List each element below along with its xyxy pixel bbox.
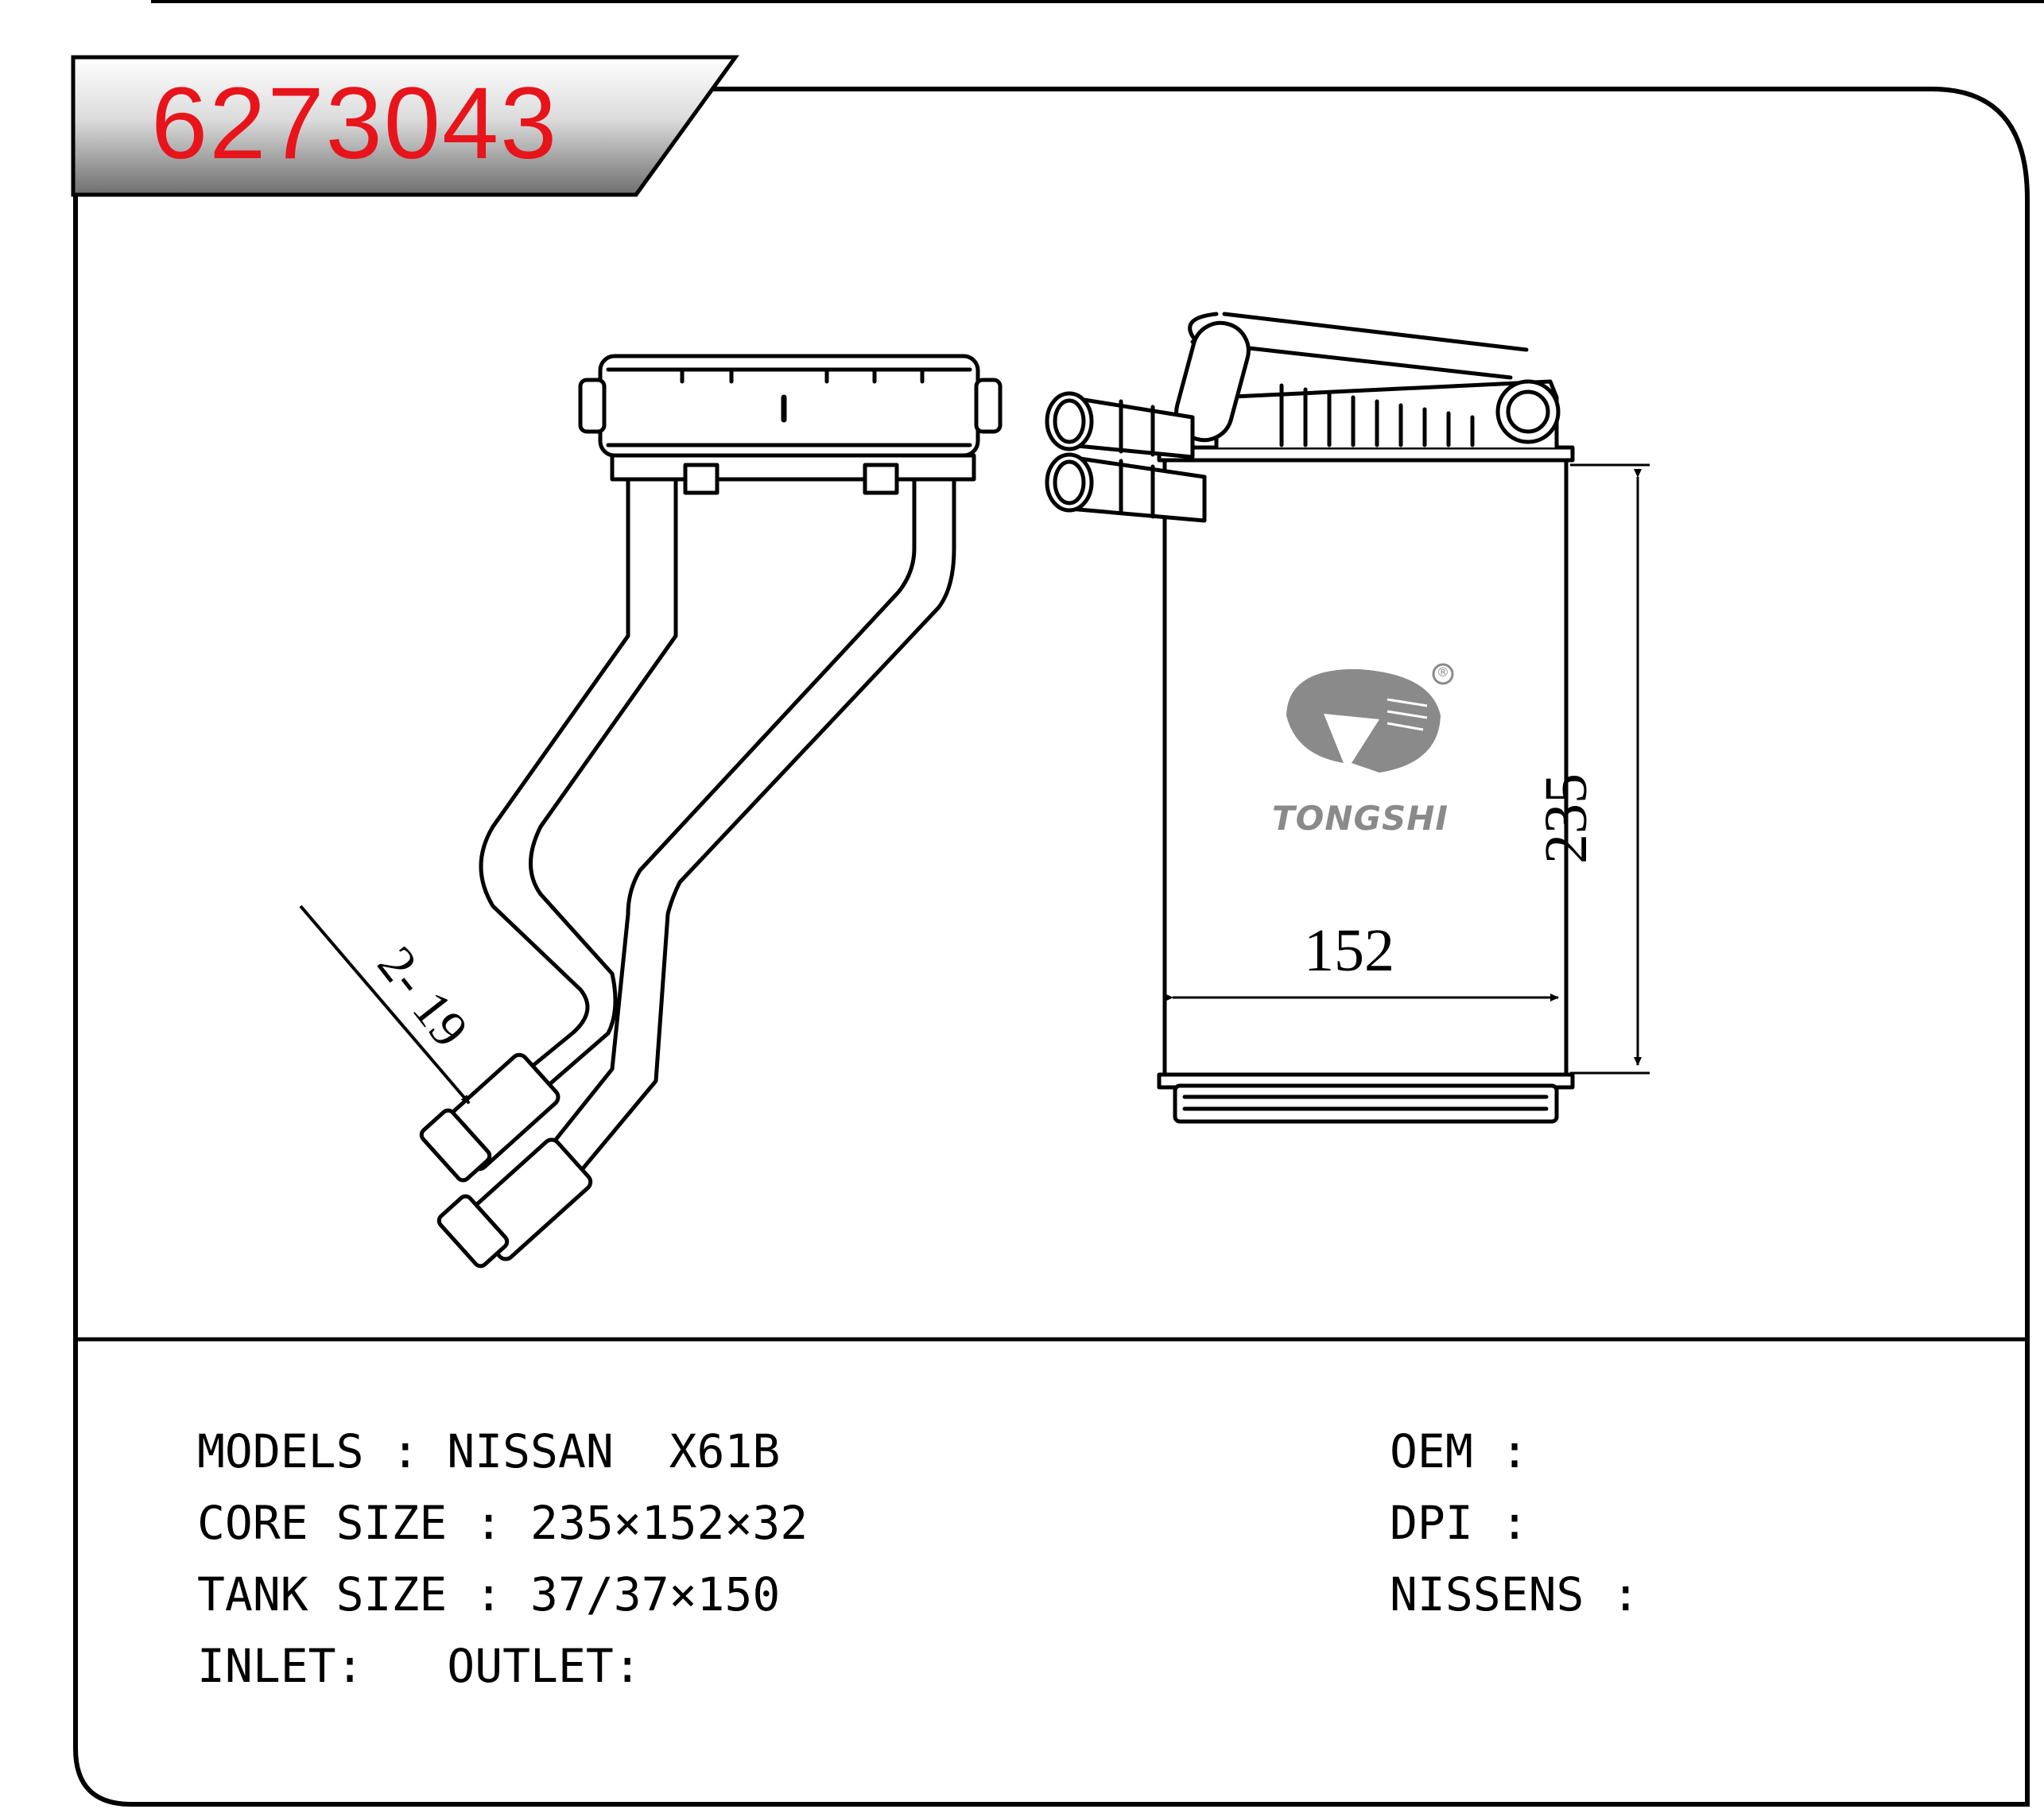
brand-logo [1286, 668, 1441, 773]
height-dimension-label: 235 [1533, 773, 1600, 864]
spec-core-size: CORE SIZE : 235×152×32 [197, 1496, 809, 1550]
spec-tank-size: TANK SIZE : 37/37×150 [197, 1567, 781, 1621]
spec-oem: OEM : [1390, 1424, 1529, 1478]
core [1162, 455, 1569, 1083]
bottom-tank [1173, 1083, 1559, 1124]
pipe-b [546, 478, 917, 1151]
side-view [419, 354, 1003, 1269]
registered-mark-circle [1432, 663, 1454, 685]
pipe-a [479, 478, 630, 1107]
pipe-stub-upper [1045, 391, 1195, 459]
spec-dpi: DPI : [1390, 1496, 1529, 1550]
brand-name: TONGSHI [1272, 799, 1449, 838]
pipe-diameter-leader [299, 905, 471, 1105]
part-number: 6273043 [151, 67, 559, 180]
front-view [1045, 312, 1575, 1124]
width-dimension-label: 152 [1304, 917, 1394, 984]
spec-models: MODELS : NISSAN X61B [197, 1424, 781, 1478]
registered-mark: ® [1437, 664, 1449, 680]
outer-frame [73, 87, 2030, 1807]
spec-nissens: NISSENS : [1390, 1567, 1640, 1621]
spec-inlet-outlet: INLET: OUTLET: [197, 1639, 642, 1693]
pipe-stub-lower [1045, 452, 1207, 523]
part-number-banner [71, 55, 739, 197]
